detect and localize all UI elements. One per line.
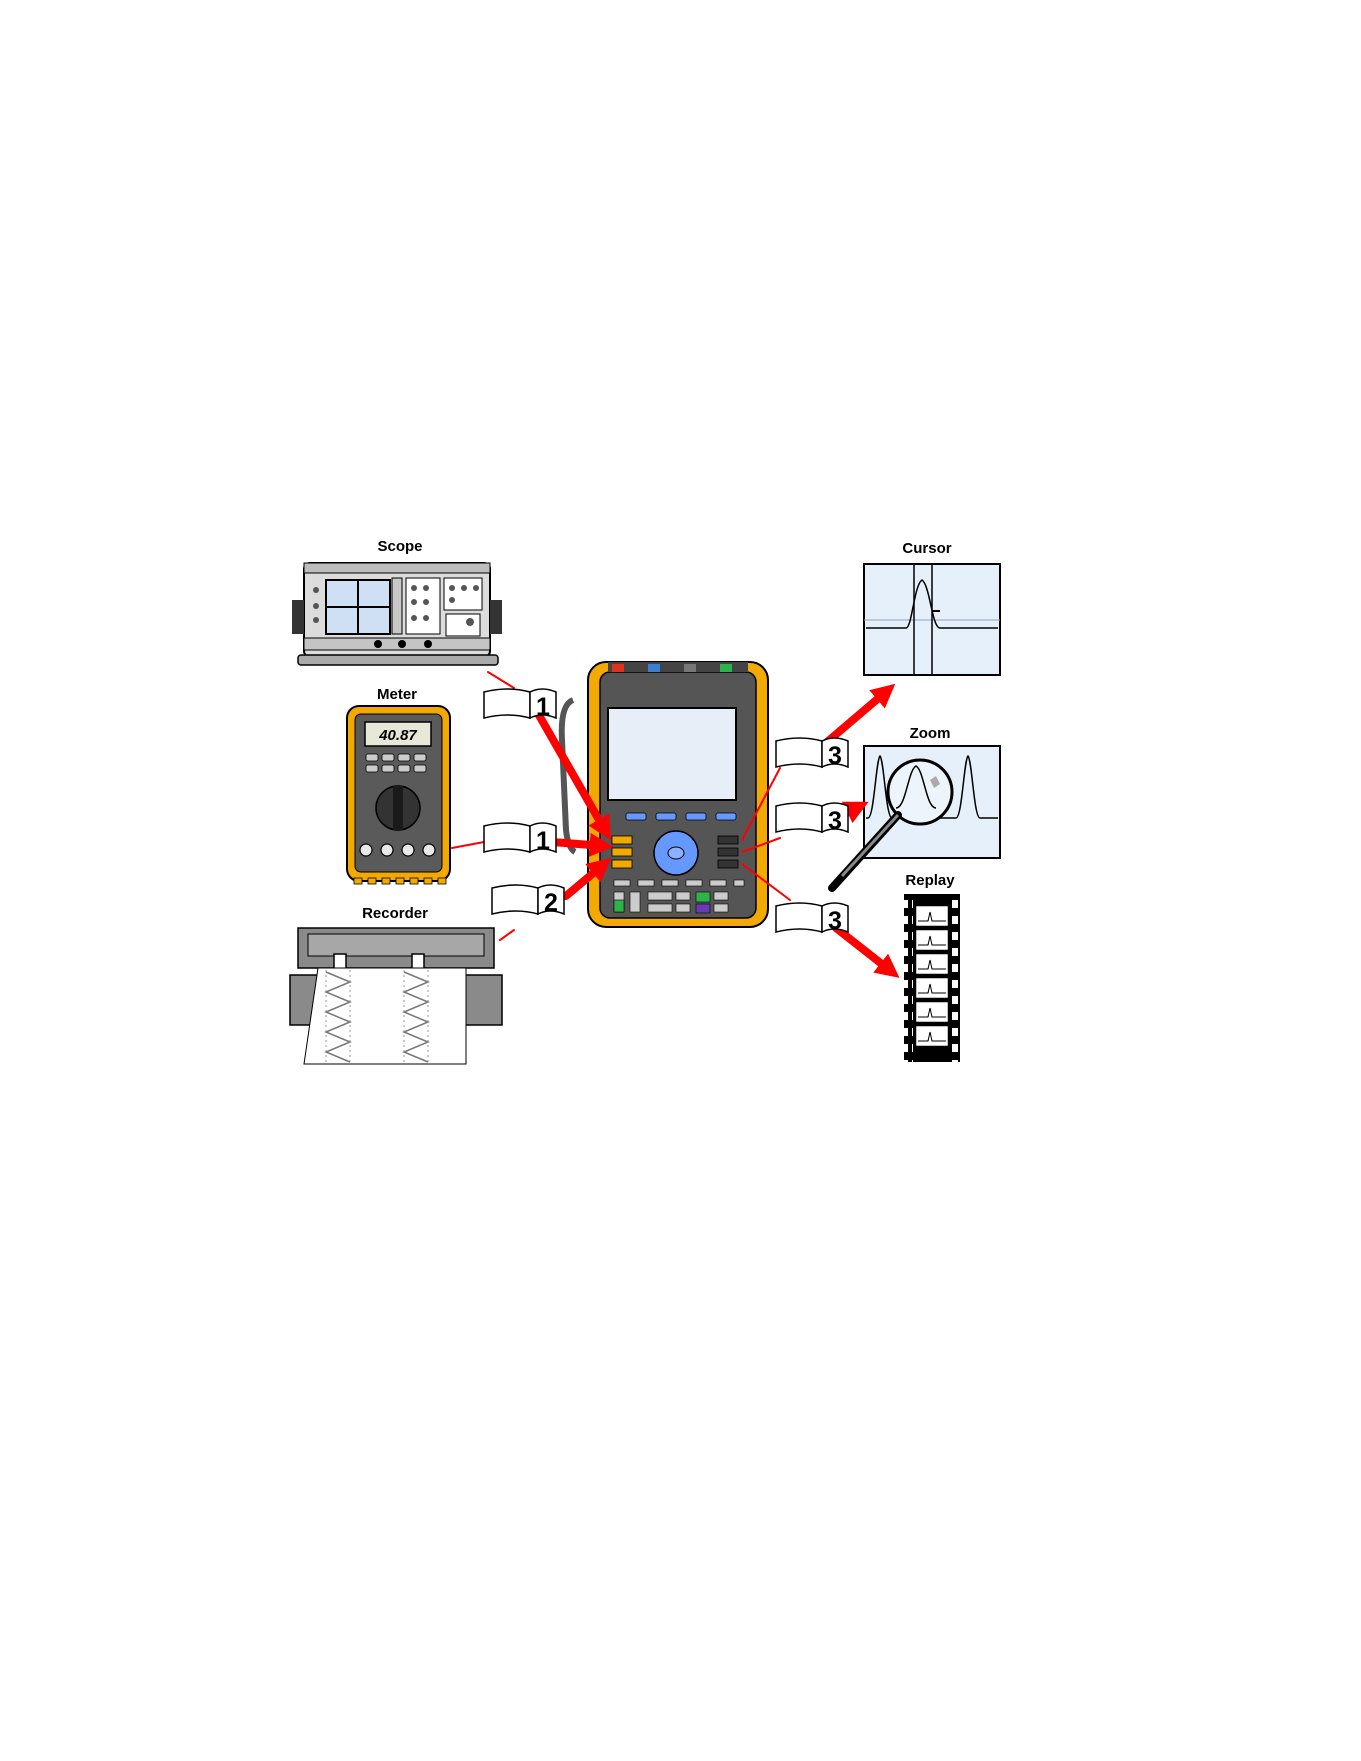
cursor-label: Cursor [902, 540, 951, 557]
callout-number-cursor: 3 [828, 742, 842, 770]
replay-illustration: Replay [904, 872, 960, 1062]
callout-book-replay: 3 [776, 903, 848, 935]
meter-label: Meter [377, 686, 417, 703]
callout-book-scope: 1 [484, 689, 556, 721]
scope-illustration: Scope [292, 538, 502, 665]
meter-display-value: 40.87 [378, 727, 417, 744]
zoom-label: Zoom [910, 725, 951, 742]
callout-number-meter: 1 [536, 827, 550, 855]
arrow-scope-leader [488, 672, 514, 688]
callout-number-scope: 1 [536, 693, 550, 721]
scope-label: Scope [377, 538, 422, 555]
replay-label: Replay [905, 872, 955, 889]
callout-number-replay: 3 [828, 907, 842, 935]
cursor-illustration: Cursor [864, 540, 1000, 675]
arrow-meter-leader [452, 842, 484, 848]
arrow-recorder-leader [500, 930, 514, 940]
callout-book-zoom: 3 [776, 803, 848, 835]
recorder-label: Recorder [362, 905, 428, 922]
scopemeter-illustration [562, 662, 768, 927]
arrow-meter-to-keys [552, 842, 604, 846]
callout-book-cursor: 3 [776, 738, 848, 770]
meter-illustration: Meter 40.87 [347, 686, 450, 884]
callout-book-recorder: 2 [492, 885, 564, 917]
callout-number-recorder: 2 [544, 889, 558, 917]
callout-number-zoom: 3 [828, 807, 842, 835]
callout-book-meter: 1 [484, 823, 556, 855]
recorder-illustration: Recorder [290, 905, 502, 1064]
arrow-to-replay [836, 928, 892, 972]
